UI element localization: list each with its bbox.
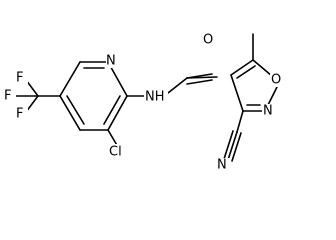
atom-f-top: F <box>16 71 23 86</box>
bond-iso-c4-c5 <box>230 59 254 76</box>
atom-cl: Cl <box>109 145 122 160</box>
bond-pyr-c5-c6 <box>59 61 81 97</box>
bond-c3-cn <box>236 110 244 133</box>
bond-pyr-c4-c5 <box>59 95 81 131</box>
mask-o-ring <box>270 73 284 87</box>
bond-iso-c5-o <box>252 59 273 77</box>
atom-o-ring: O <box>271 73 281 88</box>
atom-n-nitrile: N <box>217 158 227 173</box>
bond-iso-o-n <box>267 86 278 106</box>
bond-pyr-c4-c5-inner <box>66 95 85 125</box>
bond-c-o-double-b <box>186 79 213 85</box>
atom-nh: NH <box>145 90 165 105</box>
mask-n-isoxazole <box>262 104 276 118</box>
mask-nh <box>144 90 168 105</box>
atom-n-isoxazole: N <box>263 104 273 119</box>
atom-labels: F F F N Cl NH O O N N <box>2 33 284 173</box>
bond-cn-triple-a <box>227 131 238 161</box>
bond-pyr-c2-c3 <box>107 95 128 131</box>
atom-f-left: F <box>4 89 11 104</box>
mask-f-bottom <box>14 107 28 121</box>
atom-f-bottom: F <box>16 107 23 122</box>
mask-f-left <box>2 89 16 103</box>
mask-n-nitrile <box>216 158 230 172</box>
mask-o-carbonyl <box>202 33 216 47</box>
chemical-structure-diagram: F F F N Cl NH O O N N <box>2 32 284 173</box>
bond-iso-c3-c4 <box>230 74 244 112</box>
bond-iso-c4-c5-inner <box>236 65 256 79</box>
bond-nh-carbonyl <box>167 77 188 94</box>
mask-cl <box>108 144 128 159</box>
bond-pyr-c2-c3-inner <box>103 95 121 125</box>
mask-f-top <box>14 72 28 86</box>
atom-n-pyridine: N <box>106 54 116 69</box>
atom-o-carbonyl: O <box>203 33 213 48</box>
bond-cn-triple-c <box>231 132 242 162</box>
mask-n-pyridine <box>106 54 120 68</box>
bond-cn-triple-b <box>223 130 234 160</box>
bond-carbonyl-c4 <box>186 76 218 79</box>
